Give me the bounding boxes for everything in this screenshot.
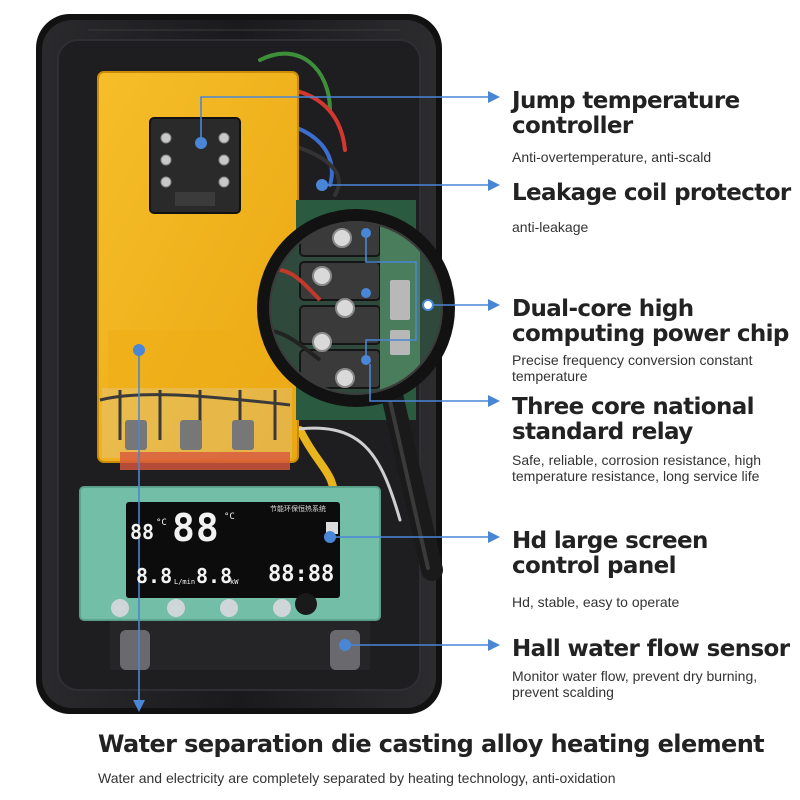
callout-description: Anti-overtemperature, anti-scald bbox=[512, 149, 712, 165]
callout-description: Precise frequency conversion constant te… bbox=[512, 352, 753, 384]
callout-title: Leakage coil protector bbox=[512, 180, 791, 206]
callout-description: Monitor water flow, prevent dry burning,… bbox=[512, 668, 758, 700]
lcd-power-value: 8.8 bbox=[196, 564, 233, 588]
callout-description: Hd, stable, easy to operate bbox=[512, 594, 680, 610]
control-panel-board bbox=[79, 486, 381, 621]
lcd-unit-c: °C bbox=[156, 518, 167, 528]
callout-title: Hall water flow sensor bbox=[512, 636, 790, 662]
callout-title: Jump temperature controller bbox=[512, 88, 740, 139]
lcd-clock: 88:88 bbox=[268, 562, 335, 587]
callout-description: anti-leakage bbox=[512, 219, 589, 235]
lcd-big-temp: 88 bbox=[172, 506, 220, 550]
callout-dots bbox=[133, 137, 434, 651]
lcd-flow-unit: L/min bbox=[174, 578, 196, 586]
callout-arrows bbox=[133, 91, 500, 712]
lcd-flow-value: 8.8 bbox=[136, 564, 173, 588]
heating-element-title: Water separation die casting alloy heati… bbox=[98, 730, 765, 758]
lcd-big-unit-c: °C bbox=[224, 512, 235, 522]
callout-lines bbox=[138, 96, 490, 700]
callout-description: Safe, reliable, corrosion resistance, hi… bbox=[512, 452, 762, 484]
heating-element bbox=[97, 71, 299, 470]
lcd-small-temp: 88 bbox=[130, 520, 155, 544]
callout-title: Hd large screen control panel bbox=[512, 528, 708, 579]
heating-element-description: Water and electricity are completely sep… bbox=[98, 770, 616, 786]
lcd-display: 88 °C 88 °C 节能环保恒热系统 8.8 L/min 8.8 kW 88… bbox=[126, 502, 340, 598]
lcd-power-unit: kW bbox=[230, 578, 239, 586]
lcd-brand-line: 节能环保恒热系统 bbox=[270, 505, 326, 513]
callout-title: Three core national standard relay bbox=[512, 394, 755, 445]
temperature-controller bbox=[149, 117, 241, 214]
callout-title: Dual-core high computing power chip bbox=[512, 296, 789, 347]
magnifier-handle bbox=[381, 384, 443, 581]
